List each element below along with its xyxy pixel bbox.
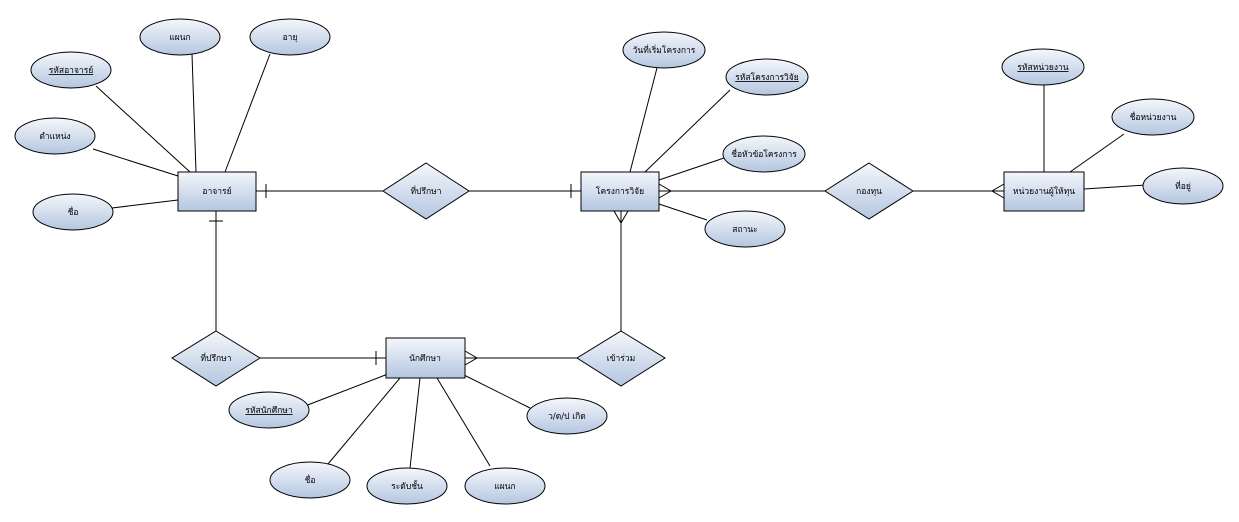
attribute-project-title[interactable]: ชื่อหัวข้อโครงการ xyxy=(722,135,806,173)
relationship-advise-project-label: ที่ปรึกษา xyxy=(410,185,441,197)
entity-lecturer-label: อาจารย์ xyxy=(202,186,231,197)
line-student-name xyxy=(327,377,401,465)
cardinality-marks xyxy=(209,183,1005,366)
attribute-project-id-label: รหัสโครงการวิจัย xyxy=(735,72,799,83)
attribute-project-status-label: สถานะ xyxy=(732,225,757,235)
attribute-agency-id[interactable]: รหัสหน่วยงาน xyxy=(1001,48,1085,86)
attribute-lecturer-dept-label: แผนก xyxy=(169,33,190,43)
line-student-dept xyxy=(436,377,491,467)
attribute-student-id-label: รหัสนักศึกษา xyxy=(245,406,292,416)
line-project-title xyxy=(658,157,725,181)
attribute-student-id[interactable]: รหัสนักศึกษา xyxy=(228,391,310,429)
relationship-advise-student-label: ที่ปรึกษา xyxy=(200,352,231,364)
attribute-student-dob[interactable]: ว/ด/ป เกิด xyxy=(526,397,608,435)
entity-project[interactable]: โครงการวิจัย xyxy=(580,171,660,212)
attribute-lecturer-name-label: ชื่อ xyxy=(68,206,79,218)
entity-project-label: โครงการวิจัย xyxy=(596,186,644,197)
attribute-agency-name-label: ชื่อหน่วยงาน xyxy=(1130,111,1177,123)
attribute-student-dob-label: ว/ด/ป เกิด xyxy=(548,412,586,422)
relationship-fund-label: กองทุน xyxy=(856,187,882,197)
attribute-student-name[interactable]: ชื่อ xyxy=(269,461,351,499)
attribute-lecturer-position-label: ตำแหน่ง xyxy=(39,132,70,142)
line-student-level xyxy=(409,377,421,469)
entity-lecturer[interactable]: อาจารย์ xyxy=(177,171,257,212)
attribute-student-level-label: ระดับชั้น xyxy=(391,480,423,492)
line-agency-address xyxy=(1083,184,1146,190)
line-student-id xyxy=(304,373,389,407)
attribute-project-start-label: วันที่เริ่มโครงการ xyxy=(633,44,696,56)
attribute-lecturer-age[interactable]: อายุ xyxy=(249,18,331,56)
relationship-join[interactable]: เข้าร่วม xyxy=(576,330,666,387)
attribute-project-id[interactable]: รหัสโครงการวิจัย xyxy=(725,58,809,96)
line-agency-name xyxy=(1069,133,1125,173)
many-mark-agency-fund xyxy=(991,183,1005,199)
entity-student-label: นักศึกษา xyxy=(409,354,441,364)
attribute-project-start[interactable]: วันที่เริ่มโครงการ xyxy=(622,31,706,69)
attribute-agency-address-label: ที่อยู่ xyxy=(1175,180,1191,192)
attribute-lecturer-name[interactable]: ชื่อ xyxy=(32,193,114,231)
line-student-dob xyxy=(461,373,531,409)
connectors xyxy=(92,53,1146,469)
attribute-project-title-label: ชื่อหัวข้อโครงการ xyxy=(731,148,797,160)
line-lecturer-dept xyxy=(191,53,197,173)
entity-agency[interactable]: หน่วยงานผู้ให้ทุน xyxy=(1003,171,1085,212)
attribute-student-name-label: ชื่อ xyxy=(305,474,316,486)
line-lecturer-name xyxy=(111,199,179,209)
relationship-advise-student[interactable]: ที่ปรึกษา xyxy=(171,330,261,387)
many-mark-project-join xyxy=(613,210,629,224)
entity-student[interactable]: นักศึกษา xyxy=(385,337,466,379)
relationship-advise-project[interactable]: ที่ปรึกษา xyxy=(382,162,470,220)
attribute-agency-address[interactable]: ที่อยู่ xyxy=(1142,167,1224,205)
attribute-lecturer-id-label: รหัสอาจารย์ xyxy=(49,65,94,76)
line-project-start xyxy=(629,63,659,173)
line-lecturer-position xyxy=(92,148,179,177)
relationship-join-label: เข้าร่วม xyxy=(607,353,635,364)
attribute-lecturer-id[interactable]: รหัสอาจารย์ xyxy=(30,51,112,89)
attribute-agency-id-label: รหัสหน่วยงาน xyxy=(1017,63,1068,73)
attribute-student-dept[interactable]: แผนก xyxy=(464,467,546,505)
attribute-student-level[interactable]: ระดับชั้น xyxy=(366,467,448,505)
attribute-lecturer-dept[interactable]: แผนก xyxy=(139,18,221,56)
line-lecturer-id xyxy=(95,85,191,173)
relationship-fund[interactable]: กองทุน xyxy=(824,162,914,220)
entity-agency-label: หน่วยงานผู้ให้ทุน xyxy=(1013,186,1075,197)
attribute-agency-name[interactable]: ชื่อหน่วยงาน xyxy=(1111,98,1195,136)
line-lecturer-age xyxy=(224,53,271,173)
line-project-status xyxy=(658,203,708,221)
line-project-id xyxy=(644,89,731,173)
attribute-lecturer-age-label: อายุ xyxy=(283,33,298,43)
many-mark-project-fund xyxy=(658,183,672,199)
many-mark-student-join xyxy=(464,350,478,366)
attribute-project-status[interactable]: สถานะ xyxy=(704,210,786,248)
attribute-student-dept-label: แผนก xyxy=(494,482,515,492)
attribute-lecturer-position[interactable]: ตำแหน่ง xyxy=(14,117,96,155)
